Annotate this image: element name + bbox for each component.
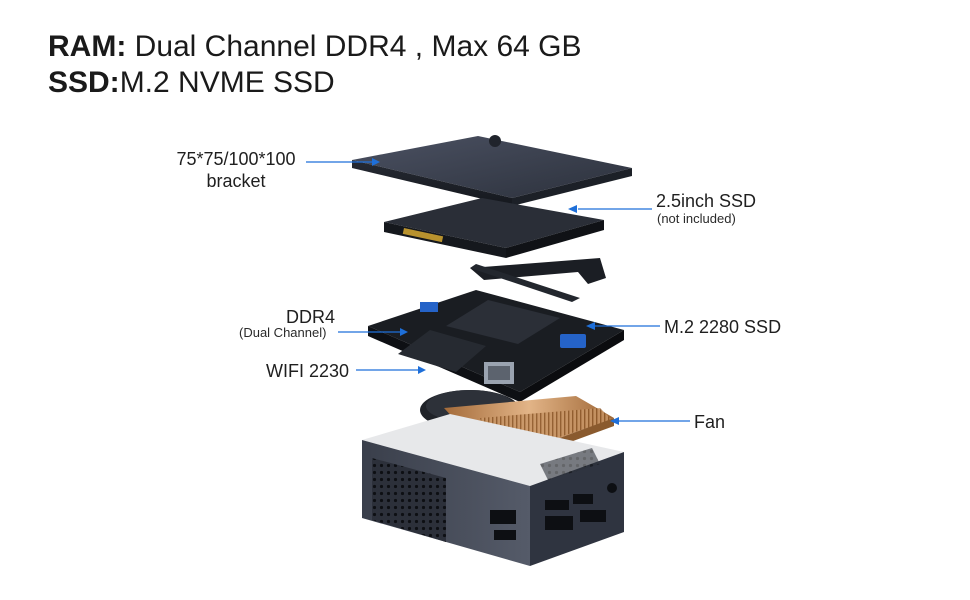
- m2-arrow-icon: [586, 322, 595, 330]
- ssd-spec-value: M.2 NVME SSD: [119, 66, 335, 99]
- ddr4-note: (Dual Channel): [239, 325, 327, 340]
- ssd25-label: 2.5inch SSD: [656, 190, 756, 212]
- ssd25-note: (not included): [657, 211, 736, 226]
- ram-spec-value: Dual Channel DDR4 , Max 64 GB: [126, 30, 582, 63]
- motherboard: [368, 290, 624, 402]
- wifi-label: WIFI 2230: [266, 361, 350, 381]
- bracket-lid: [352, 135, 632, 206]
- ssd-spec-key: SSD:: [48, 66, 120, 99]
- ssd25-label-main: 2.5inch SSD: [656, 191, 757, 211]
- ssd-spec-heading: SSD:M.2 NVME SSD: [48, 66, 335, 100]
- ssd-tray: [384, 198, 606, 302]
- ssd25-arrow-icon: [568, 205, 577, 213]
- fan-arrow-icon: [610, 417, 619, 425]
- fan-label: Fan: [694, 412, 726, 432]
- wifi-arrow-icon: [418, 366, 426, 374]
- m2-ssd-label: M.2 2280 SSD: [664, 317, 782, 337]
- ram-spec-key: RAM:: [48, 30, 127, 63]
- bracket-label-line1: 75*75/100*100: [176, 149, 296, 169]
- chassis: [362, 414, 624, 566]
- callout-arrows: [306, 158, 690, 425]
- ram-spec-heading: RAM: Dual Channel DDR4 , Max 64 GB: [48, 30, 582, 64]
- bracket-label: 75*75/100*100 bracket: [166, 148, 306, 192]
- ddr4-arrow-icon: [400, 328, 408, 336]
- ddr4-label: DDR4: [286, 307, 336, 327]
- bracket-label-line2: bracket: [206, 171, 266, 191]
- bracket-arrow-icon: [372, 158, 380, 166]
